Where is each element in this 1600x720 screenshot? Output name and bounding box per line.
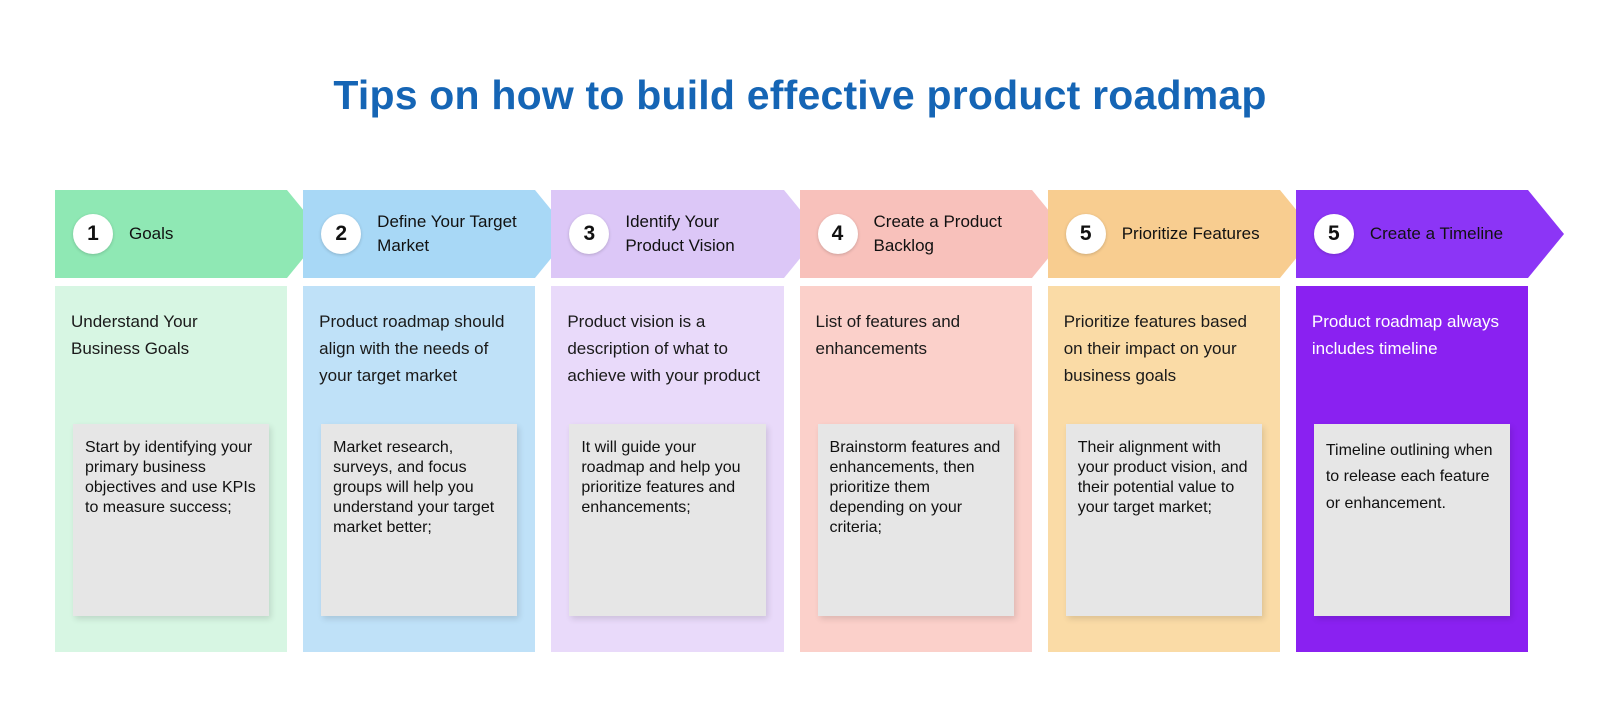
step-arrow-header: 3 Identify Your Product Vision xyxy=(551,190,820,278)
step-arrow-header: 2 Define Your Target Market xyxy=(303,190,572,278)
step-title: Prioritize Features xyxy=(1121,224,1260,244)
step-number-badge: 3 xyxy=(569,214,610,254)
step-arrow-header: 5 Create a Timeline xyxy=(1295,190,1565,278)
step-description: Product roadmap should align with the ne… xyxy=(319,312,505,386)
step-description: Understand Your Business Goals xyxy=(71,312,198,359)
step-body: List of features and enhancements Brains… xyxy=(799,286,1032,652)
step-detail-box: Timeline outlining when to release each … xyxy=(1313,424,1511,616)
step-number-badge: 5 xyxy=(1065,214,1106,254)
step-detail-box: It will guide your roadmap and help you … xyxy=(569,424,766,616)
step-title: Define Your Target Market xyxy=(377,212,517,255)
step-description: Prioritize features based on their impac… xyxy=(1063,312,1248,386)
step-create-product-backlog: 4 Create a Product Backlog List of featu… xyxy=(799,190,1068,652)
step-create-timeline: 5 Create a Timeline Product roadmap alwa… xyxy=(1295,190,1565,652)
step-number-badge: 2 xyxy=(321,214,362,254)
step-body: Prioritize features based on their impac… xyxy=(1047,286,1280,652)
step-goals: 1 Goals Understand Your Business Goals S… xyxy=(55,190,324,652)
step-detail-box: Their alignment with your product vision… xyxy=(1065,424,1262,616)
step-identify-product-vision: 3 Identify Your Product Vision Product v… xyxy=(551,190,820,652)
step-arrow-header: 5 Prioritize Features xyxy=(1047,190,1317,278)
step-description: Product roadmap always includes timeline xyxy=(1311,312,1499,359)
step-arrow-header: 1 Goals xyxy=(55,190,324,278)
step-detail-box: Brainstorm features and enhancements, th… xyxy=(817,424,1014,616)
step-number-badge: 1 xyxy=(73,214,113,254)
step-arrow-header: 4 Create a Product Backlog xyxy=(799,190,1068,278)
step-title: Identify Your Product Vision xyxy=(625,212,735,255)
step-detail-box: Start by identifying your primary busine… xyxy=(73,424,270,616)
step-body: Product vision is a description of what … xyxy=(551,286,784,652)
step-description: Product vision is a description of what … xyxy=(567,312,761,386)
page-title: Tips on how to build effective product r… xyxy=(333,72,1267,118)
step-description: List of features and enhancements xyxy=(815,312,961,359)
step-detail-box: Market research, surveys, and focus grou… xyxy=(321,424,518,616)
roadmap-steps: 1 Goals Understand Your Business Goals S… xyxy=(55,190,1565,652)
step-number-badge: 5 xyxy=(1313,214,1354,254)
step-prioritize-features: 5 Prioritize Features Prioritize feature… xyxy=(1047,190,1317,652)
step-number-badge: 4 xyxy=(817,214,858,254)
step-body: Product roadmap should align with the ne… xyxy=(303,286,536,652)
step-body: Understand Your Business Goals Start by … xyxy=(55,286,288,652)
step-title: Create a Timeline xyxy=(1369,224,1504,244)
step-title: Goals xyxy=(129,224,174,244)
step-title: Create a Product Backlog xyxy=(873,212,1003,255)
step-define-target-market: 2 Define Your Target Market Product road… xyxy=(303,190,572,652)
step-body: Product roadmap always includes timeline… xyxy=(1295,286,1529,652)
